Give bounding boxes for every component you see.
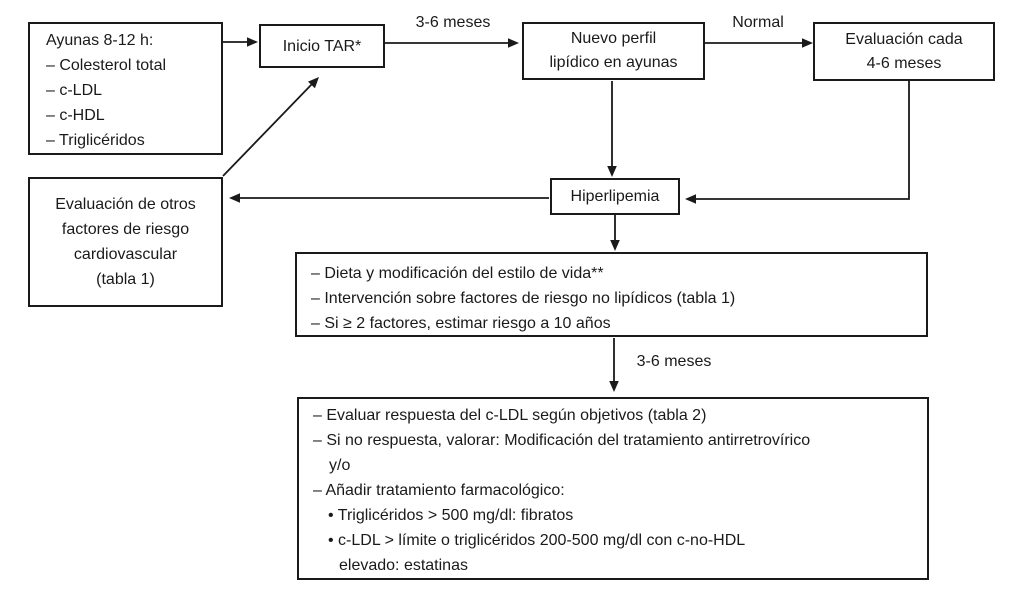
node-nuevo-perfil: Nuevo perfil lipídico en ayunas bbox=[522, 22, 705, 80]
node-line: Evaluación cada bbox=[845, 30, 963, 48]
node-line: Evaluación de otros bbox=[55, 196, 196, 213]
arrow-hiperlipemia-to-otros-factores bbox=[229, 193, 549, 203]
node-line: • Triglicéridos > 500 mg/dl: fibratos bbox=[328, 507, 574, 524]
node-hiperlipemia: Hiperlipemia bbox=[550, 178, 680, 215]
arrow-perfil-to-evaluacion bbox=[705, 38, 813, 48]
node-line: Hiperlipemia bbox=[570, 188, 660, 205]
node-evaluacion-respuesta: – Evaluar respuesta del c-LDL según obje… bbox=[297, 397, 929, 580]
node-line: cardiovascular bbox=[73, 246, 178, 263]
node-intervencion-inicial: – Dieta y modificación del estilo de vid… bbox=[295, 252, 928, 337]
node-line: elevado: estatinas bbox=[339, 557, 468, 574]
node-line: – Triglicéridos bbox=[46, 132, 145, 149]
edge-label-perfil-to-evaluacion: Normal bbox=[732, 14, 784, 31]
edge-label-tar-to-perfil: 3-6 meses bbox=[415, 14, 491, 31]
node-line: y/o bbox=[329, 457, 351, 474]
node-line: – Si ≥ 2 factores, estimar riesgo a 10 a… bbox=[311, 315, 611, 332]
arrow-perfil-to-hiperlipemia bbox=[607, 81, 617, 177]
arrow-otros-factores-to-tar bbox=[222, 77, 319, 177]
node-line: – c-HDL bbox=[46, 107, 105, 124]
node-line: – Si no respuesta, valorar: Modificación… bbox=[313, 432, 811, 449]
arrow-evaluacion-to-hiperlipemia bbox=[685, 81, 910, 204]
node-line: lipídico en ayunas bbox=[549, 54, 678, 71]
arrow-hiperlipemia-to-intervencion bbox=[610, 215, 620, 251]
node-ayunas-panel: Ayunas 8-12 h: – Colesterol total – c-LD… bbox=[28, 22, 223, 155]
node-line: 4-6 meses bbox=[866, 54, 942, 72]
edge-label-intervencion-to-respuesta: 3-6 meses bbox=[636, 353, 712, 370]
node-line: – Dieta y modificación del estilo de vid… bbox=[311, 265, 604, 282]
node-line: (tabla 1) bbox=[96, 271, 155, 288]
node-line: – Añadir tratamiento farmacológico: bbox=[313, 482, 565, 499]
arrow-intervencion-to-respuesta bbox=[609, 338, 619, 392]
node-otros-factores: Evaluación de otros factores de riesgo c… bbox=[28, 177, 223, 307]
node-line: – Evaluar respuesta del c-LDL según obje… bbox=[313, 407, 707, 424]
arrow-ayunas-to-tar bbox=[223, 37, 258, 47]
node-evaluacion-periodica: Evaluación cada 4-6 meses bbox=[813, 22, 995, 81]
node-line: – Colesterol total bbox=[46, 57, 167, 74]
node-inicio-tar: Inicio TAR* bbox=[259, 24, 385, 68]
arrow-tar-to-perfil bbox=[385, 38, 519, 48]
node-line: Inicio TAR* bbox=[282, 37, 362, 55]
node-line: Ayunas 8-12 h: bbox=[46, 32, 154, 49]
node-line: – Intervención sobre factores de riesgo … bbox=[311, 290, 736, 307]
node-line: • c-LDL > límite o triglicéridos 200-500… bbox=[328, 532, 746, 549]
node-line: Nuevo perfil bbox=[570, 30, 657, 47]
node-line: factores de riesgo bbox=[61, 221, 190, 238]
node-line: – c-LDL bbox=[46, 82, 103, 99]
